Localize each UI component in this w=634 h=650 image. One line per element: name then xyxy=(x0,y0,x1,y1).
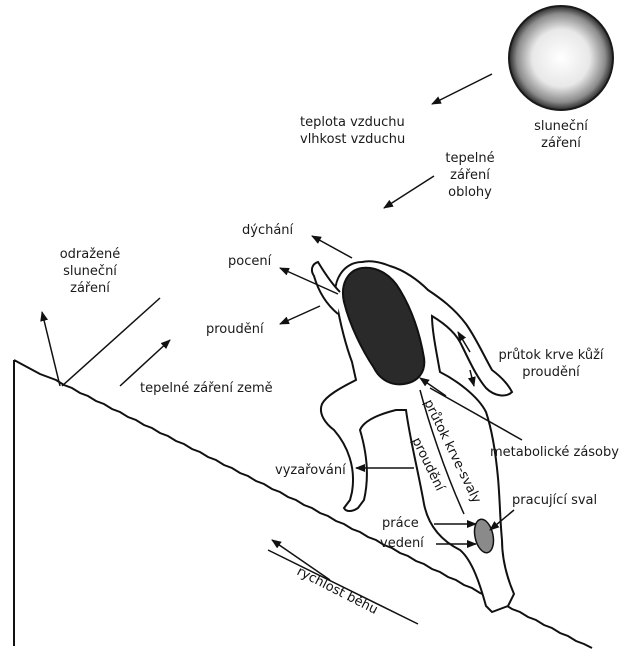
label-skin-flow-line2: proudění xyxy=(480,364,622,381)
label-sky-line1: tepelné xyxy=(430,150,510,167)
reflected-line xyxy=(62,298,160,386)
sun-icon xyxy=(509,6,613,110)
label-sun-line2: záření xyxy=(516,135,606,152)
label-radiation: vyzařování xyxy=(275,462,346,479)
sky-radiation-arrow xyxy=(384,176,434,208)
label-reflected-line3: záření xyxy=(40,280,140,297)
label-skin-flow-line1: průtok krve kůží xyxy=(480,347,622,364)
sun-arrow xyxy=(432,74,492,104)
label-skin-flow: průtok krve kůží proudění xyxy=(480,347,622,381)
convection-arrow xyxy=(280,306,320,324)
label-sweating: pocení xyxy=(228,253,271,270)
label-sky-radiation: tepelné záření oblohy xyxy=(430,150,510,201)
label-air-humidity: vlhkost vzduchu xyxy=(300,131,405,148)
label-sky-line2: záření xyxy=(430,167,510,184)
skin-flow-arrow-down xyxy=(470,370,474,386)
label-sun: sluneční záření xyxy=(516,118,606,152)
label-reflected-line1: odražené xyxy=(40,246,140,263)
label-working-muscle: pracující sval xyxy=(512,492,597,509)
breathing-arrow xyxy=(312,236,352,258)
label-reflected-line2: sluneční xyxy=(40,263,140,280)
label-work: práce xyxy=(382,515,419,532)
label-reflected: odražené sluneční záření xyxy=(40,246,140,297)
label-convection: proudění xyxy=(206,321,264,338)
label-metabolic: metabolické zásoby xyxy=(490,444,619,461)
label-air-temperature: teplota vzduchu xyxy=(300,114,405,131)
label-air: teplota vzduchu vlhkost vzduchu xyxy=(300,114,405,148)
label-breathing: dýchání xyxy=(242,222,293,239)
label-sun-line1: sluneční xyxy=(516,118,606,135)
label-speed: rychlost běhu xyxy=(294,564,380,618)
label-conduction: vedení xyxy=(380,535,424,552)
label-sky-line3: oblohy xyxy=(430,184,510,201)
label-ground-radiation: tepelné záření země xyxy=(140,380,273,397)
